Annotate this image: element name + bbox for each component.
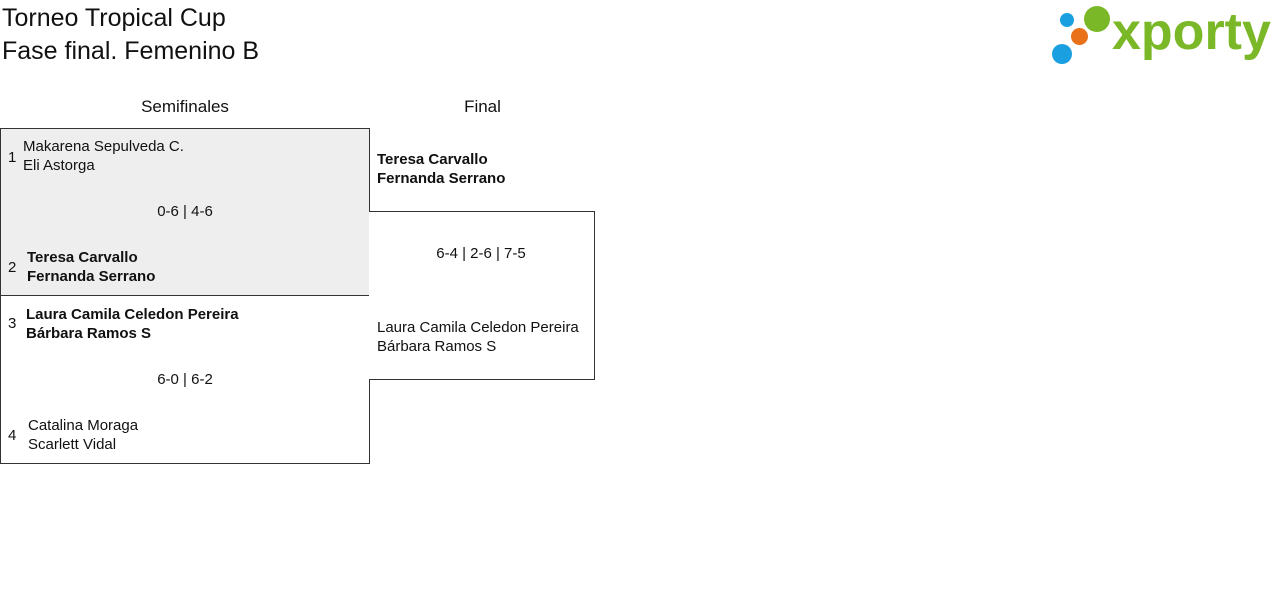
team-entry-winner: Laura Camila Celedon Pereira Bárbara Ram… [26, 305, 239, 343]
team-entry-winner: Teresa Carvallo Fernanda Serrano [27, 248, 155, 286]
team-entry: Makarena Sepulveda C. Eli Astorga [23, 137, 184, 175]
seed-number: 3 [8, 315, 17, 332]
match-score: 6-0 | 6-2 [157, 371, 213, 388]
player-name: Bárbara Ramos S [377, 338, 497, 355]
logo-dot-orange [1071, 28, 1088, 45]
phase-title: Fase final. Femenino B [2, 37, 260, 65]
team-entry: Catalina Moraga Scarlett Vidal [28, 416, 138, 454]
player-name: Fernanda Serrano [377, 170, 506, 187]
xporty-logo[interactable]: xporty [1050, 3, 1276, 66]
final-team-winner: Teresa Carvallo Fernanda Serrano [377, 150, 505, 188]
logo-dot-blue-small [1060, 13, 1074, 27]
logo-dot-blue-big [1052, 44, 1072, 64]
player-name: Makarena Sepulveda C. [23, 138, 184, 155]
seed-number: 2 [8, 259, 17, 276]
header: Torneo Tropical Cup Fase final. Femenino… [2, 2, 259, 68]
round-title-semifinals: Semifinales [141, 97, 229, 116]
player-name: Teresa Carvallo [27, 249, 138, 266]
seed-number: 4 [8, 427, 17, 444]
player-name: Laura Camila Celedon Pereira [377, 319, 579, 336]
player-name: Fernanda Serrano [27, 268, 156, 285]
player-name: Scarlett Vidal [28, 436, 117, 453]
semifinal-match-2: 3 Laura Camila Celedon Pereira Bárbara R… [0, 295, 370, 464]
player-name: Teresa Carvallo [377, 151, 488, 168]
round-title-final: Final [464, 97, 501, 116]
player-name: Catalina Moraga [28, 417, 139, 434]
tournament-title: Torneo Tropical Cup [2, 4, 226, 32]
logo-dot-green [1084, 6, 1110, 32]
logo-dots-icon [1050, 4, 1112, 66]
seed-number: 1 [8, 149, 17, 166]
semifinal-match-1: 1 Makarena Sepulveda C. Eli Astorga 0-6 … [0, 128, 370, 296]
match-score: 0-6 | 4-6 [157, 203, 213, 220]
player-name: Eli Astorga [23, 157, 95, 174]
player-name: Bárbara Ramos S [26, 325, 152, 342]
final-team: Laura Camila Celedon Pereira Bárbara Ram… [377, 318, 595, 356]
logo-wordmark: xporty [1112, 3, 1271, 61]
player-name: Laura Camila Celedon Pereira [26, 306, 239, 323]
final-match: 6-4 | 2-6 | 7-5 [369, 211, 595, 380]
match-score: 6-4 | 2-6 | 7-5 [436, 245, 526, 262]
